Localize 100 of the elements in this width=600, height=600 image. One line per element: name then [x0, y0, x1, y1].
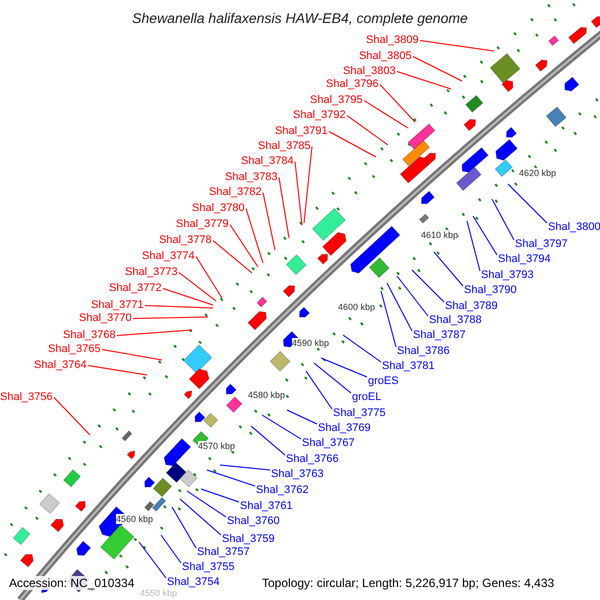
gene-label: Shal_3788	[429, 314, 482, 327]
leader-line	[304, 146, 312, 224]
leader-line	[196, 256, 222, 298]
leader-line	[342, 334, 382, 362]
leader-line	[434, 252, 464, 286]
gene-label: Shal_3792	[293, 109, 346, 122]
gene-label: Shal_3794	[498, 253, 551, 266]
gene-label: Shal_3809	[366, 34, 419, 47]
leader-line	[262, 192, 276, 250]
leader-line	[380, 84, 416, 122]
leader-line	[386, 282, 412, 332]
position-label: 4610 kbp	[421, 230, 458, 240]
accession-text: Accession: NC_010334	[9, 576, 134, 590]
gene-label: Shal_3783	[225, 171, 278, 184]
gene-label: Shal_3771	[91, 299, 144, 312]
gene-label: groES	[368, 375, 399, 388]
leader-line	[420, 40, 494, 52]
leader-line	[54, 397, 90, 436]
leader-line	[262, 414, 302, 440]
leader-line	[178, 272, 216, 302]
gene-label: Shal_3786	[397, 345, 450, 358]
leader-line	[492, 198, 514, 240]
position-label: 4600 kbp	[338, 302, 376, 312]
leader-line	[132, 316, 208, 319]
gene-label: Shal_3793	[481, 269, 534, 282]
gene-label: Shal_3761	[240, 500, 293, 513]
leader-line	[230, 224, 258, 268]
gene-label: Shal_3784	[241, 155, 294, 168]
gene-label: Shal_3754	[167, 576, 220, 589]
leader-line	[412, 270, 444, 302]
leader-line	[320, 358, 368, 378]
leader-line	[306, 370, 332, 410]
leader-line	[246, 208, 264, 264]
gene-label: Shal_3781	[382, 360, 435, 373]
leader-line	[294, 161, 302, 226]
gene-label: Shal_3780	[192, 202, 245, 215]
title: Shewanella halifaxensis HAW-EB4, complete genome	[132, 10, 468, 26]
gene-label: Shal_3767	[302, 437, 355, 450]
gene-label: Shal_3763	[271, 468, 324, 481]
leader-line	[346, 115, 388, 146]
leader-line	[412, 56, 462, 82]
gene-label: Shal_3775	[333, 407, 386, 420]
leader-line	[396, 276, 428, 316]
leader-line	[200, 488, 240, 502]
gene-label: Shal_3779	[176, 218, 229, 231]
gene-label: Shal_3787	[413, 329, 466, 342]
leader-line	[162, 288, 214, 306]
leader-line	[250, 426, 286, 456]
gene-label: Shal_3778	[159, 234, 212, 247]
leader-line	[116, 330, 192, 336]
gene-label: Shal_3791	[275, 125, 328, 138]
leader-line	[286, 410, 318, 424]
leader-line	[144, 305, 214, 308]
leader-line	[138, 542, 166, 578]
leader-line	[328, 131, 376, 158]
gene-label: Shal_3769	[318, 422, 371, 435]
gene-label: groEL	[352, 391, 382, 404]
gene-label: Shal_3757	[197, 546, 250, 559]
leader-line	[180, 498, 222, 536]
position-label: 4570 kbp	[198, 441, 236, 451]
gene-label: Shal_3800	[548, 221, 600, 234]
gene-label: Shal_3760	[227, 515, 280, 528]
leader-line	[88, 365, 148, 376]
gene-label: Shal_3782	[209, 186, 262, 199]
gene-label: Shal_3770	[79, 312, 132, 325]
gene-label: Shal_3789	[445, 300, 498, 313]
leader-line	[186, 490, 226, 518]
gene-label: Shal_3774	[142, 250, 195, 263]
leader-line	[472, 216, 498, 256]
gene-label: Shal_3796	[326, 78, 379, 91]
gene-label: Shal_3762	[256, 484, 309, 497]
gene-label: Shal_3773	[125, 266, 178, 279]
position-label: 4590 kbp	[292, 338, 330, 348]
leader-line	[396, 71, 452, 90]
gene-label: Shal_3805	[359, 50, 412, 63]
leader-line	[102, 349, 162, 360]
gene-label: Shal_3765	[48, 343, 101, 356]
gene-label: Shal_3790	[464, 284, 517, 297]
leader-line	[466, 220, 480, 272]
position-label: 4580 kbp	[248, 390, 286, 400]
gene-label: Shal_3803	[343, 65, 396, 78]
position-label: 4550 kbp	[140, 588, 178, 598]
leader-line	[380, 290, 396, 348]
genome-stats-text: Topology: circular; Length: 5,226,917 bp; Genes: 4,433	[262, 576, 554, 590]
gene-label: Shal_3795	[310, 94, 363, 107]
leader-line	[212, 240, 252, 274]
gene-label: Shal_3756	[0, 391, 53, 404]
gene-label: Shal_3785	[258, 140, 311, 153]
gene-label: Shal_3766	[286, 453, 339, 466]
gene-label: Shal_3768	[63, 329, 116, 342]
leader-line	[364, 100, 408, 128]
leader-line	[508, 184, 548, 224]
leader-line	[314, 362, 352, 394]
leader-line	[206, 470, 256, 486]
gene-label: Shal_3772	[109, 282, 162, 295]
leader-line	[160, 534, 182, 564]
leader-line	[172, 506, 196, 548]
gene-label: Shal_3797	[515, 238, 568, 251]
leader-line	[220, 464, 270, 470]
position-label: 4560 kbp	[116, 514, 154, 524]
